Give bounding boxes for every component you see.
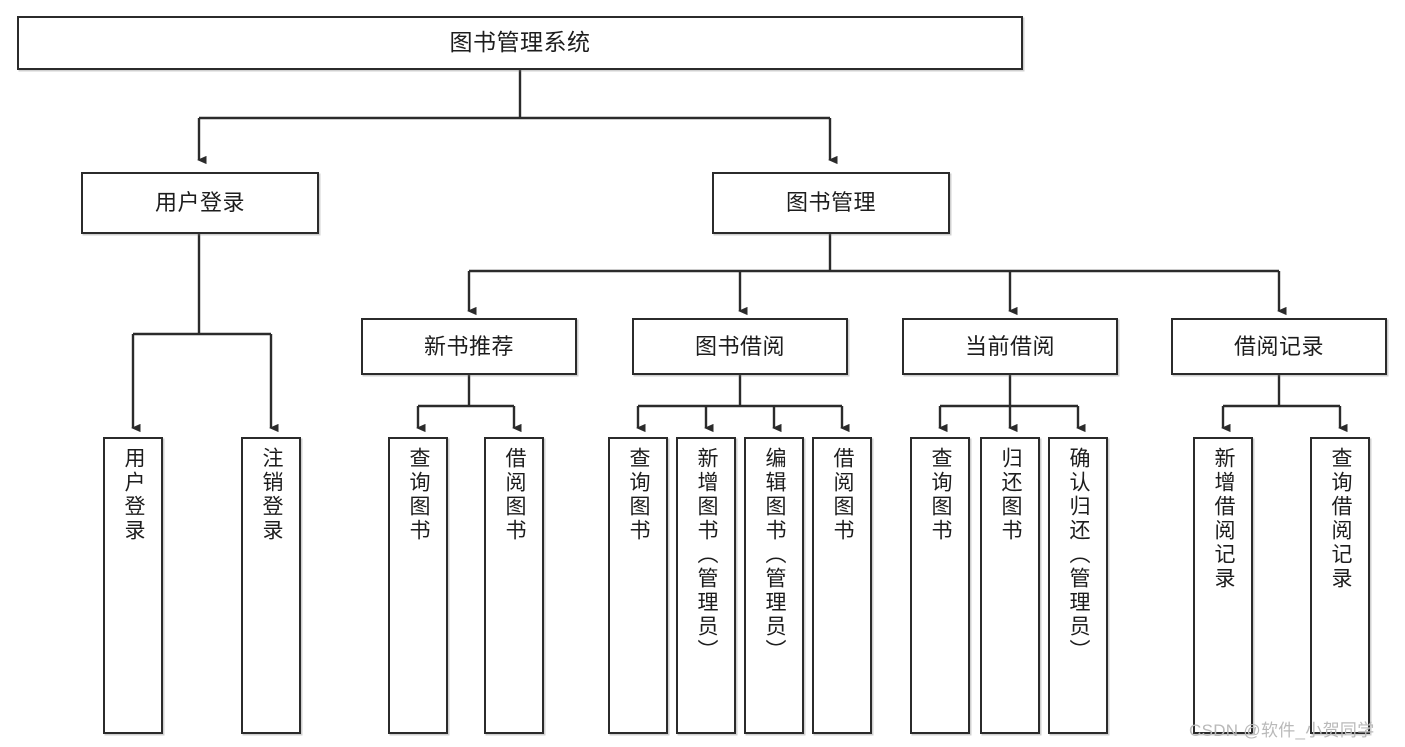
- leaf-record-query-record[interactable]: 查询借阅记录: [1310, 437, 1370, 734]
- node-label: 新增借阅记录: [1212, 447, 1236, 591]
- node-label: 图书管理系统: [449, 29, 591, 56]
- node-label: 确认归还（管理员）: [1067, 447, 1091, 663]
- leaf-borrow-borrow-book[interactable]: 借阅图书: [812, 437, 872, 734]
- node-label: 借阅图书: [831, 447, 855, 543]
- node-label: 查询图书: [929, 447, 953, 543]
- node-label: 借阅记录: [1233, 333, 1324, 359]
- node-label: 编辑图书（管理员）: [763, 447, 787, 663]
- node-label: 图书管理: [785, 190, 876, 216]
- leaf-user-logout[interactable]: 注销登录: [241, 437, 301, 734]
- node-book-management[interactable]: 图书管理: [712, 172, 950, 234]
- node-label: 查询图书: [627, 447, 651, 543]
- node-current-borrow[interactable]: 当前借阅: [902, 318, 1118, 375]
- node-new-book-recommend[interactable]: 新书推荐: [361, 318, 577, 375]
- leaf-recommend-query-book[interactable]: 查询图书: [388, 437, 448, 734]
- node-label: 借阅图书: [503, 447, 527, 543]
- node-label: 归还图书: [999, 447, 1023, 543]
- node-label: 查询借阅记录: [1329, 447, 1353, 591]
- leaf-borrow-edit-book-admin[interactable]: 编辑图书（管理员）: [744, 437, 804, 734]
- node-label: 新增图书（管理员）: [695, 447, 719, 663]
- node-label: 当前借阅: [964, 333, 1055, 359]
- node-book-borrow[interactable]: 图书借阅: [632, 318, 848, 375]
- leaf-current-return-book[interactable]: 归还图书: [980, 437, 1040, 734]
- leaf-current-confirm-return-admin[interactable]: 确认归还（管理员）: [1048, 437, 1108, 734]
- node-label: 新书推荐: [423, 333, 514, 359]
- leaf-borrow-add-book-admin[interactable]: 新增图书（管理员）: [676, 437, 736, 734]
- node-label: 用户登录: [122, 447, 146, 543]
- leaf-user-login[interactable]: 用户登录: [103, 437, 163, 734]
- node-user-login[interactable]: 用户登录: [81, 172, 319, 234]
- node-label: 用户登录: [154, 190, 245, 216]
- leaf-recommend-borrow-book[interactable]: 借阅图书: [484, 437, 544, 734]
- leaf-record-add-record[interactable]: 新增借阅记录: [1193, 437, 1253, 734]
- node-label: 注销登录: [260, 447, 284, 543]
- node-label: 查询图书: [407, 447, 431, 543]
- leaf-current-query-book[interactable]: 查询图书: [910, 437, 970, 734]
- node-root-system[interactable]: 图书管理系统: [17, 16, 1023, 70]
- leaf-borrow-query-book[interactable]: 查询图书: [608, 437, 668, 734]
- node-borrow-record[interactable]: 借阅记录: [1171, 318, 1387, 375]
- node-label: 图书借阅: [694, 333, 785, 359]
